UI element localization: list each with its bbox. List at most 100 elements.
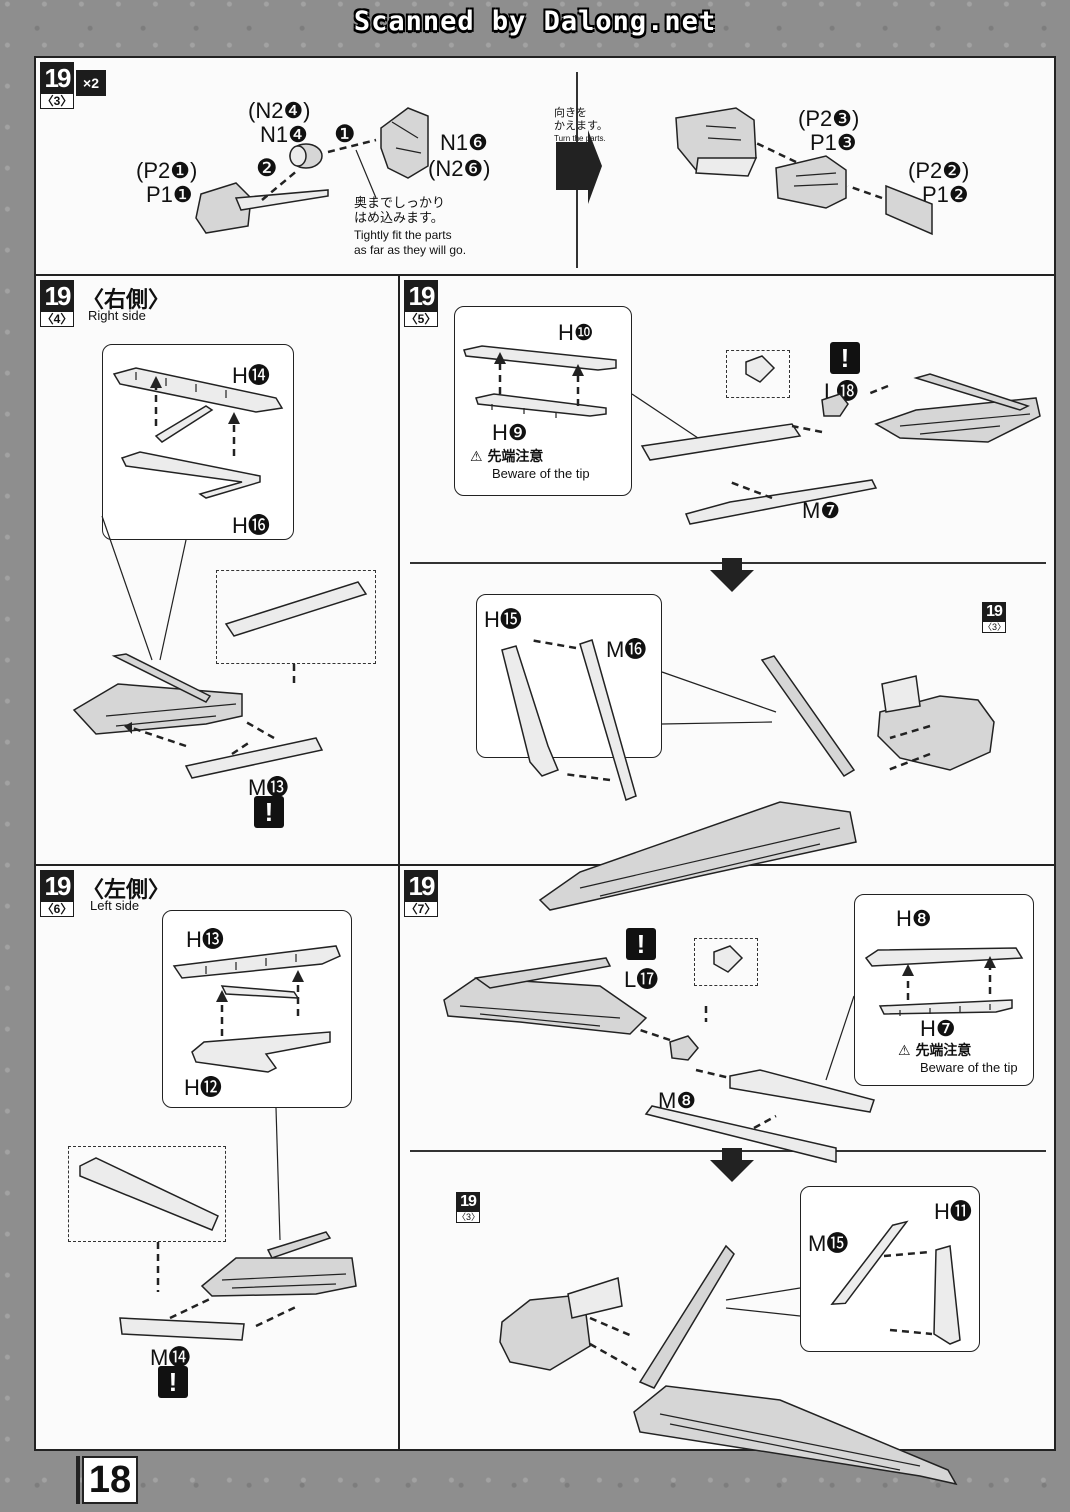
part-wing-right <box>72 683 243 735</box>
down-arrow-icon <box>710 1148 754 1182</box>
part-h16 <box>120 451 261 499</box>
dashed-callout <box>68 1146 226 1242</box>
part-h7 <box>878 999 1013 1015</box>
step-19-7-panel: 19 〈7〉 ! L⓱ H❽ H❼ ⚠ 先端注意 Beware of the t… <box>400 866 1054 1486</box>
inset-detail-bottom <box>476 594 662 758</box>
label-n1-6: N1❻ <box>440 130 488 155</box>
step-badge: 19 〈4〉 <box>40 280 74 327</box>
part-large-wing <box>633 1385 958 1486</box>
part-p1-3 <box>775 155 847 209</box>
part-h12 <box>191 1031 331 1073</box>
label-h11: H⓫ <box>934 1199 972 1224</box>
part-m15 <box>830 1220 909 1305</box>
ref-step-badge: 19 〈3〉 <box>456 1192 480 1223</box>
ref-sub: 〈3〉 <box>982 622 1007 633</box>
step-badge: 19 〈3〉 <box>40 62 74 109</box>
side-label-en: Left side <box>90 898 140 913</box>
page-number-bar <box>76 1456 80 1504</box>
step-badge: 19 〈6〉 <box>40 870 74 917</box>
note-en-2: as far as they will go. <box>354 243 467 257</box>
turn-jp-1: 向きを <box>554 106 587 119</box>
step-sub: 〈4〉 <box>40 312 74 327</box>
label-h13: H⓭ <box>186 927 224 952</box>
part-m16-large <box>760 655 856 778</box>
multiplier-badge: ×2 <box>76 70 106 96</box>
ref-step-badge: 19 〈3〉 <box>982 602 1006 633</box>
page-number: 18 <box>82 1456 138 1504</box>
label-p1-3: P1❸ <box>810 130 857 155</box>
step-sub: 〈5〉 <box>404 312 438 327</box>
note-jp-1: 奥までしっかり <box>354 196 446 211</box>
step-sub: 〈3〉 <box>40 94 74 109</box>
turn-jp-2: かえます。 <box>554 119 608 132</box>
part-h11 <box>933 1245 961 1345</box>
down-arrow-icon <box>710 558 754 592</box>
part-wing <box>443 977 648 1035</box>
label-h9: H❾ <box>492 420 528 445</box>
step-19-4-panel: 19 〈4〉 〈右側〉 Right side H⓮ H⓰ M⓭ ! <box>36 276 400 866</box>
label-h12: H⓬ <box>184 1075 222 1100</box>
dashed-callout <box>726 350 790 398</box>
ref-number: 19 <box>456 1192 480 1212</box>
step-number: 19 <box>404 280 438 312</box>
step-19-3-drawing <box>195 107 933 236</box>
part-m7 <box>684 479 878 525</box>
ref-sub: 〈3〉 <box>456 1212 481 1223</box>
part-p1-1 <box>195 182 252 234</box>
label-h7: H❼ <box>920 1016 956 1041</box>
part-h8 <box>864 947 1024 967</box>
inset-detail-top <box>854 894 1034 1086</box>
label-n2-6: (N2❻) <box>428 156 491 181</box>
caution-triangle-icon: ⚠ <box>898 1043 911 1059</box>
label-h8: H❽ <box>896 906 932 931</box>
scan-watermark-header: Scanned by Dalong.net <box>353 6 717 37</box>
label-h10: H❿ <box>558 320 594 345</box>
label-m16: M⓰ <box>606 637 647 662</box>
step-sub: 〈6〉 <box>40 902 74 917</box>
step-19-6-drawing <box>79 945 357 1341</box>
step-badge: 19 〈5〉 <box>404 280 438 327</box>
beware-jp: ⚠ 先端注意 <box>898 1040 971 1060</box>
label-h14: H⓮ <box>232 363 270 388</box>
part-h15 <box>501 645 559 777</box>
label-m14: M⓮ <box>150 1345 191 1370</box>
label-p1-1: P1❶ <box>146 182 193 207</box>
step-number: 19 <box>40 62 74 94</box>
warning-exclamation-icon: ! <box>158 1366 188 1398</box>
label-m7: M❼ <box>802 498 841 523</box>
order-2: ❷ <box>256 155 278 182</box>
step-19-6-panel: 19 〈6〉 〈左側〉 Left side H⓭ H⓬ M⓮ ! <box>36 866 400 1449</box>
side-label-en: Right side <box>88 308 146 323</box>
part-h14 <box>112 367 284 413</box>
warning-exclamation-icon: ! <box>830 342 860 374</box>
part-nose-assembly <box>499 1295 591 1371</box>
dashed-callout <box>216 570 376 664</box>
step-sub: 〈7〉 <box>404 902 438 917</box>
part-h13 <box>172 945 341 979</box>
beware-jp: ⚠ 先端注意 <box>470 446 543 466</box>
turn-en: Turn the parts. <box>554 134 606 143</box>
caution-triangle-icon: ⚠ <box>470 449 483 465</box>
step-number: 19 <box>40 280 74 312</box>
part-h10 <box>463 345 617 371</box>
part-m13 <box>184 737 324 779</box>
step-number: 19 <box>404 870 438 902</box>
side-label-jp: 〈右側〉 <box>82 288 171 313</box>
part-large-wing <box>538 801 857 911</box>
part-m14 <box>119 1317 245 1341</box>
part-l17 <box>669 1035 699 1061</box>
step-number: 19 <box>40 870 74 902</box>
right-arrow-icon <box>556 130 602 204</box>
label-h16: H⓰ <box>232 513 270 538</box>
step-19-3-panel: 19 〈3〉 ×2 (N2❹) N1❹ N1❻ (N2❻) (P2❶) P1❶ … <box>36 58 1054 276</box>
beware-en: Beware of the tip <box>492 466 590 481</box>
part-nose-assembly <box>877 695 995 771</box>
step-19-5-drawing <box>463 345 1041 911</box>
part-m15-large <box>638 1244 735 1389</box>
part-rail <box>729 1069 875 1113</box>
order-1: ❶ <box>334 121 356 148</box>
part-mid-rail <box>640 423 802 461</box>
step-19-4-drawing <box>72 367 368 779</box>
label-l17: L⓱ <box>624 967 659 992</box>
part-l18 <box>821 393 849 417</box>
